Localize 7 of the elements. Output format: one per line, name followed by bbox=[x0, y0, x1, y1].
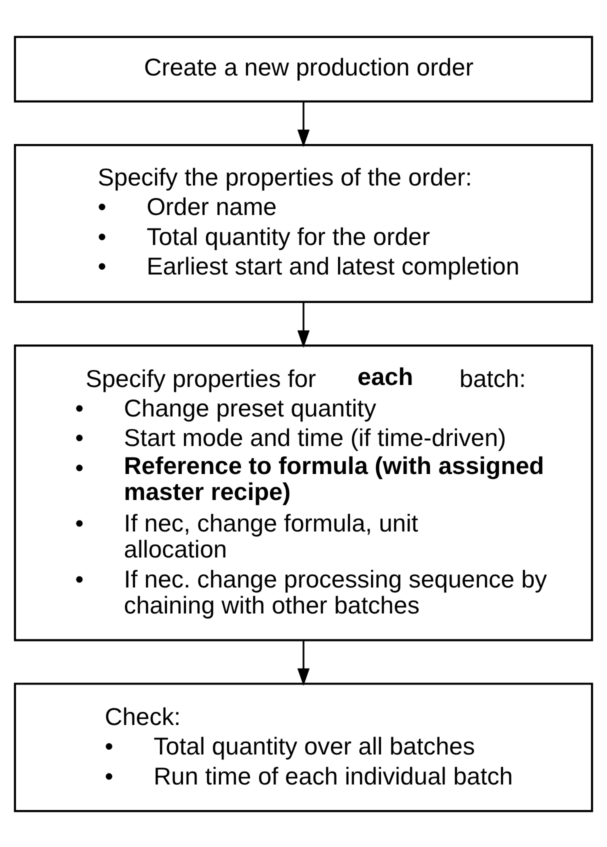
node-box: Create a new production order bbox=[14, 35, 594, 102]
arrow bbox=[297, 640, 310, 686]
node-box: Specify properties for each batch: • Change preset quantity • Start mode and time (if time-driven) • Reference to formula (with assigned master recipe) • If nec, change formula, unit allocation • If nec. change processing sequence by chaining with other batches bbox=[14, 344, 594, 641]
node-box: Check: • Total quantity over all batches • Run time of each individual batch bbox=[14, 682, 594, 812]
node-box: Specify the properties of the order: • Order name • Total quantity for the order • Earliest start and latest completion bbox=[14, 144, 594, 302]
arrow bbox=[297, 100, 310, 147]
arrow bbox=[297, 302, 310, 348]
